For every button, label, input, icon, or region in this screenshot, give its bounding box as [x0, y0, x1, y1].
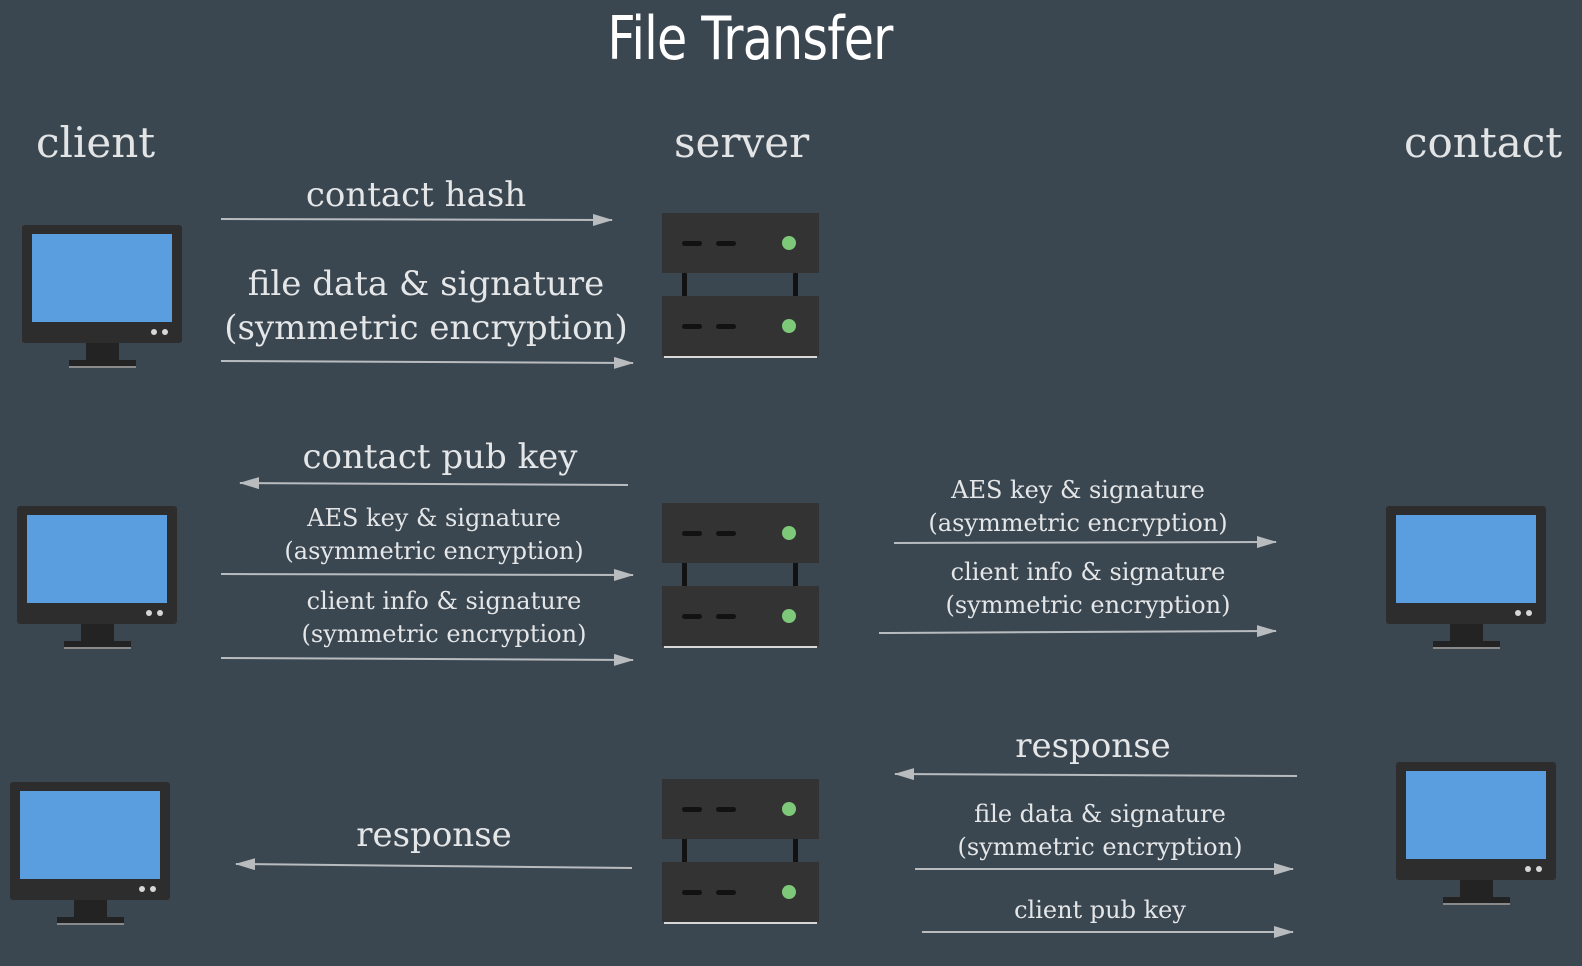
message-text-line2: (asymmetric encryption) — [928, 509, 1228, 537]
contact-computer-icon — [1396, 762, 1556, 905]
message-response-from-contact: response — [993, 724, 1193, 768]
message-file-data-row3: file data & signature (symmetric encrypt… — [900, 798, 1300, 864]
arrow-file-data-row1 — [220, 356, 634, 369]
arrow-client-info-left — [220, 653, 634, 666]
message-contact-pub-key: contact pub key — [240, 435, 640, 479]
message-text: client pub key — [1014, 896, 1186, 924]
message-text-line2: (symmetric encryption) — [301, 620, 587, 648]
message-text: contact hash — [305, 175, 527, 215]
message-text-line1: file data & signature — [974, 800, 1226, 828]
message-aes-key-right: AES key & signature (asymmetric encrypti… — [878, 474, 1278, 540]
arrow-client-info-right — [878, 625, 1277, 638]
contact-computer-icon — [1386, 506, 1546, 649]
column-label-client: client — [36, 118, 156, 167]
arrow-response-from-contact — [894, 768, 1298, 781]
message-text-line1: AES key & signature — [951, 476, 1205, 504]
message-text-line1: client info & signature — [950, 558, 1226, 586]
column-label-server: server — [674, 118, 810, 167]
message-text-line2: (symmetric encryption) — [957, 833, 1243, 861]
client-computer-icon — [22, 225, 182, 368]
column-label-contact: contact — [1404, 118, 1563, 167]
server-rack-icon — [662, 213, 819, 358]
message-text-line1: file data & signature — [247, 264, 605, 304]
message-text: response — [356, 815, 512, 855]
message-aes-key-left: AES key & signature (asymmetric encrypti… — [234, 502, 634, 568]
message-text-line2: (symmetric encryption) — [224, 308, 628, 348]
message-text-line2: (symmetric encryption) — [945, 591, 1231, 619]
message-text-line1: AES key & signature — [307, 504, 561, 532]
client-computer-icon — [10, 782, 170, 925]
message-client-info-right: client info & signature (symmetric encry… — [888, 556, 1288, 622]
message-contact-hash: contact hash — [216, 173, 616, 217]
message-client-info-left: client info & signature (symmetric encry… — [244, 585, 644, 651]
server-rack-icon — [662, 779, 819, 924]
arrow-contact-pub-key — [239, 477, 629, 490]
arrow-response-to-client — [235, 858, 633, 871]
client-computer-icon — [17, 506, 177, 649]
message-client-pub-key: client pub key — [900, 894, 1300, 927]
diagram-title: File Transfer — [607, 4, 893, 74]
server-rack-icon — [662, 503, 819, 648]
message-text: response — [1015, 726, 1171, 766]
message-text: contact pub key — [302, 437, 578, 477]
arrow-contact-hash — [220, 213, 613, 226]
message-text-line2: (asymmetric encryption) — [284, 537, 584, 565]
message-response-to-client: response — [334, 813, 534, 857]
message-file-data-symmetric: file data & signature (symmetric encrypt… — [216, 262, 636, 350]
message-text-line1: client info & signature — [306, 587, 582, 615]
arrow-aes-left — [220, 568, 634, 581]
arrow-aes-right — [893, 536, 1277, 549]
